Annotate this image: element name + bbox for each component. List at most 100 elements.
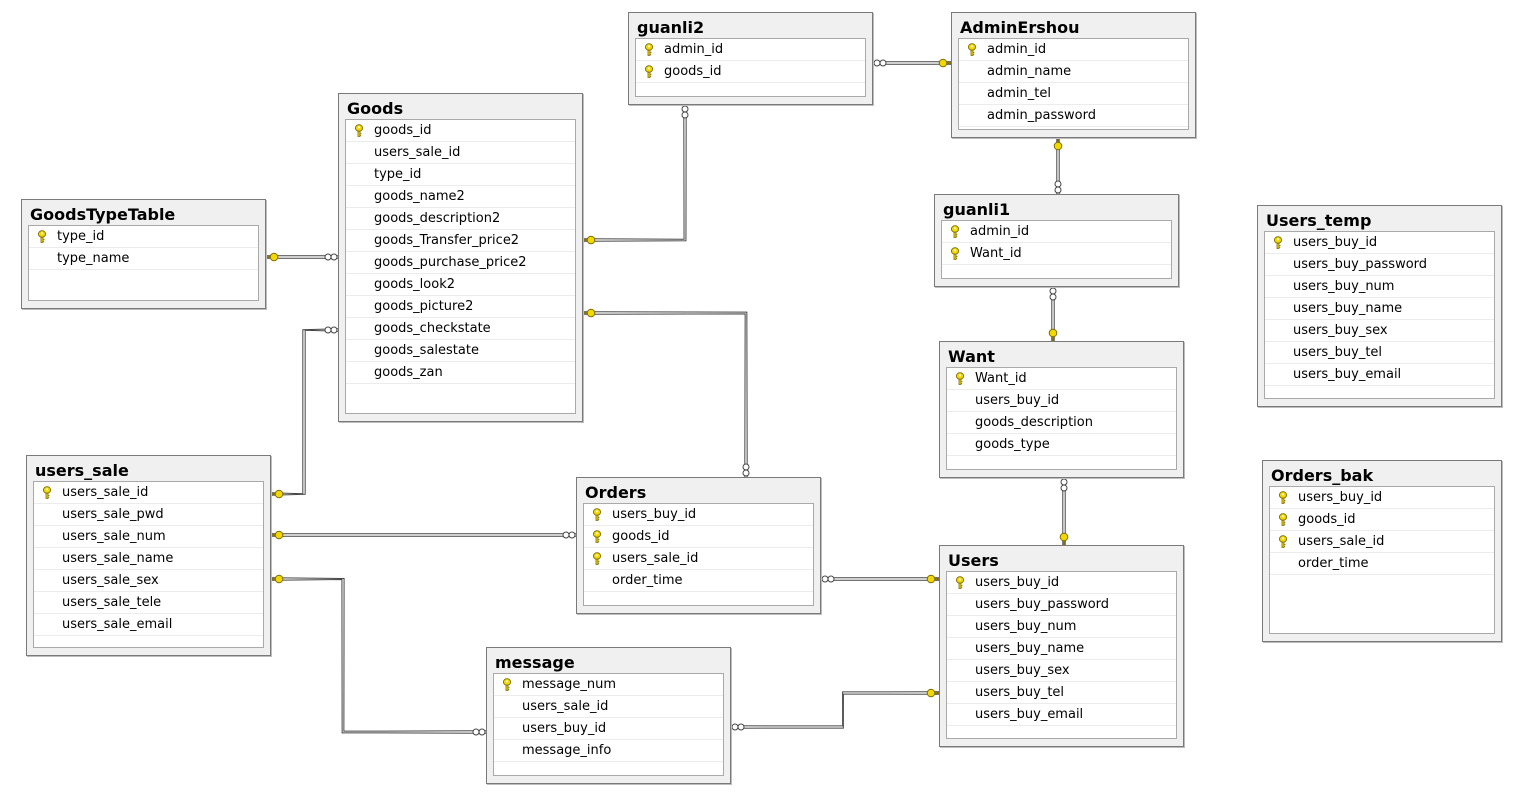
column-row[interactable]: users_buy_id	[947, 390, 1176, 412]
primary-key-icon	[354, 124, 364, 137]
column-row[interactable]: goods_Transfer_price2	[346, 230, 575, 252]
column-row[interactable]: admin_id	[636, 39, 865, 61]
column-row[interactable]: users_buy_tel	[1265, 342, 1494, 364]
relationship-connector[interactable]	[582, 308, 750, 478]
column-name: users_sale_id	[62, 485, 149, 500]
column-name: admin_tel	[987, 86, 1051, 101]
table-title: guanli1	[943, 200, 1011, 219]
column-row[interactable]: users_buy_id	[494, 718, 723, 740]
column-row[interactable]: users_buy_password	[947, 594, 1176, 616]
column-row[interactable]: admin_id	[959, 39, 1188, 61]
column-row[interactable]: goods_id	[1270, 509, 1494, 531]
column-row[interactable]: users_buy_id	[584, 504, 813, 526]
column-row[interactable]: order_time	[1270, 553, 1494, 575]
column-row[interactable]: admin_tel	[959, 83, 1188, 105]
column-row[interactable]: users_buy_num	[1265, 276, 1494, 298]
column-row[interactable]: goods_description2	[346, 208, 575, 230]
column-row[interactable]: goods_zan	[346, 362, 575, 384]
column-row[interactable]: goods_look2	[346, 274, 575, 296]
column-name: message_num	[522, 677, 617, 692]
relationship-connector[interactable]	[1053, 138, 1063, 194]
column-row[interactable]: users_buy_id	[1265, 232, 1494, 254]
column-row[interactable]: users_sale_id	[494, 696, 723, 718]
table-title: Orders	[585, 483, 647, 502]
column-row[interactable]: Want_id	[942, 243, 1171, 265]
column-row[interactable]: users_sale_sex	[34, 570, 263, 592]
column-row[interactable]: type_id	[29, 226, 258, 248]
column-name: admin_name	[987, 64, 1072, 79]
column-row[interactable]: type_id	[346, 164, 575, 186]
column-row[interactable]: goods_id	[584, 526, 813, 548]
column-row[interactable]: admin_id	[942, 221, 1171, 243]
column-row[interactable]: users_buy_sex	[1265, 320, 1494, 342]
column-row[interactable]: goods_picture2	[346, 296, 575, 318]
column-row[interactable]: users_sale_email	[34, 614, 263, 636]
column-row[interactable]: users_buy_email	[1265, 364, 1494, 386]
relationship-connector[interactable]	[1059, 478, 1069, 545]
column-row[interactable]: goods_id	[346, 120, 575, 142]
column-row[interactable]: users_sale_id	[1270, 531, 1494, 553]
column-row[interactable]: users_buy_tel	[947, 682, 1176, 704]
column-row[interactable]: Want_id	[947, 368, 1176, 390]
column-row[interactable]: message_info	[494, 740, 723, 762]
column-row[interactable]: users_sale_id	[34, 482, 263, 504]
column-row[interactable]: message_num	[494, 674, 723, 696]
many-end-infinity-icon	[562, 531, 576, 539]
column-row[interactable]: order_time	[584, 570, 813, 592]
column-row[interactable]: goods_description	[947, 412, 1176, 434]
column-row[interactable]: goods_salestate	[346, 340, 575, 362]
relationship-connector[interactable]	[873, 58, 951, 68]
column-row[interactable]: users_buy_num	[947, 616, 1176, 638]
column-row[interactable]: goods_id	[636, 61, 865, 83]
relationship-connector[interactable]	[730, 688, 940, 731]
column-row[interactable]: goods_checkstate	[346, 318, 575, 340]
relationship-connector[interactable]	[270, 574, 487, 736]
one-end-key-icon	[583, 235, 596, 245]
table-title: guanli2	[637, 18, 705, 37]
column-row[interactable]: users_buy_name	[947, 638, 1176, 660]
column-row[interactable]: users_sale_tele	[34, 592, 263, 614]
column-row[interactable]: users_buy_name	[1265, 298, 1494, 320]
column-name: goods_id	[374, 123, 432, 138]
column-row[interactable]: users_buy_id	[947, 572, 1176, 594]
column-name: Want_id	[970, 246, 1022, 261]
relationship-connector[interactable]	[821, 574, 939, 584]
relationship-connector[interactable]	[266, 252, 338, 262]
relationship-connector[interactable]	[1048, 287, 1058, 341]
relationship-connector[interactable]	[270, 326, 339, 499]
column-row[interactable]: goods_purchase_price2	[346, 252, 575, 274]
column-row[interactable]: goods_name2	[346, 186, 575, 208]
many-end-infinity-icon	[731, 723, 745, 731]
column-row[interactable]: users_sale_id	[346, 142, 575, 164]
column-row[interactable]: users_buy_password	[1265, 254, 1494, 276]
column-row[interactable]: users_sale_name	[34, 548, 263, 570]
column-row[interactable]: users_buy_id	[1270, 487, 1494, 509]
column-row[interactable]: goods_type	[947, 434, 1176, 456]
column-row[interactable]: users_sale_id	[584, 548, 813, 570]
column-name: goods_salestate	[374, 343, 479, 358]
column-row[interactable]: admin_name	[959, 61, 1188, 83]
column-row[interactable]: type_name	[29, 248, 258, 270]
relationship-connector[interactable]	[271, 530, 576, 540]
column-name: users_buy_password	[1293, 257, 1428, 272]
column-row[interactable]: users_buy_sex	[947, 660, 1176, 682]
column-row[interactable]: users_sale_num	[34, 526, 263, 548]
column-row[interactable]: admin_password	[959, 105, 1188, 127]
column-row[interactable]: users_sale_pwd	[34, 504, 263, 526]
relationship-connector[interactable]	[582, 104, 689, 245]
column-row[interactable]: users_buy_email	[947, 704, 1176, 726]
